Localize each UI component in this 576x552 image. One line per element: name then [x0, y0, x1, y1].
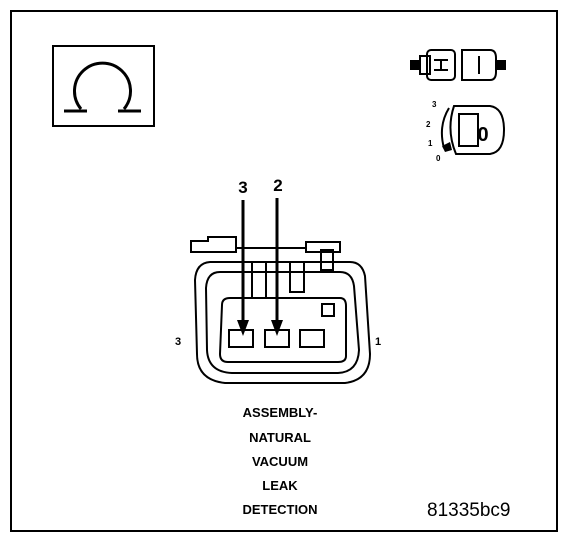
- caption-line-5: DETECTION: [242, 502, 318, 517]
- pin-label-3: 3: [238, 178, 247, 197]
- figure-id: 81335bc9: [427, 500, 511, 521]
- connector-side-label-left: 3: [175, 336, 181, 348]
- ohmmeter-icon: [52, 45, 155, 127]
- probe-arrow-pin-3: [237, 200, 249, 336]
- ignition-pos-3: 3: [432, 100, 437, 109]
- caption-line-4: LEAK: [262, 478, 298, 493]
- caption-line-2: NATURAL: [249, 430, 311, 445]
- caption-line-3: VACUUM: [251, 454, 309, 469]
- ignition-pos-2: 2: [426, 120, 431, 129]
- connector-face: [190, 236, 372, 384]
- probe-arrow-pin-2: [271, 198, 283, 336]
- ignition-pos-0: 0: [436, 154, 441, 163]
- ignition-pos-1: 1: [428, 139, 433, 148]
- ignition-key-label: 0: [477, 124, 488, 146]
- caption-line-1: ASSEMBLY-: [242, 405, 318, 420]
- ignition-off-icon: [440, 105, 506, 155]
- diagram-frame: [10, 10, 558, 532]
- unplugged-connector-icon: [410, 49, 506, 81]
- connector-side-label-right: 1: [375, 336, 381, 348]
- pin-label-2: 2: [273, 176, 282, 195]
